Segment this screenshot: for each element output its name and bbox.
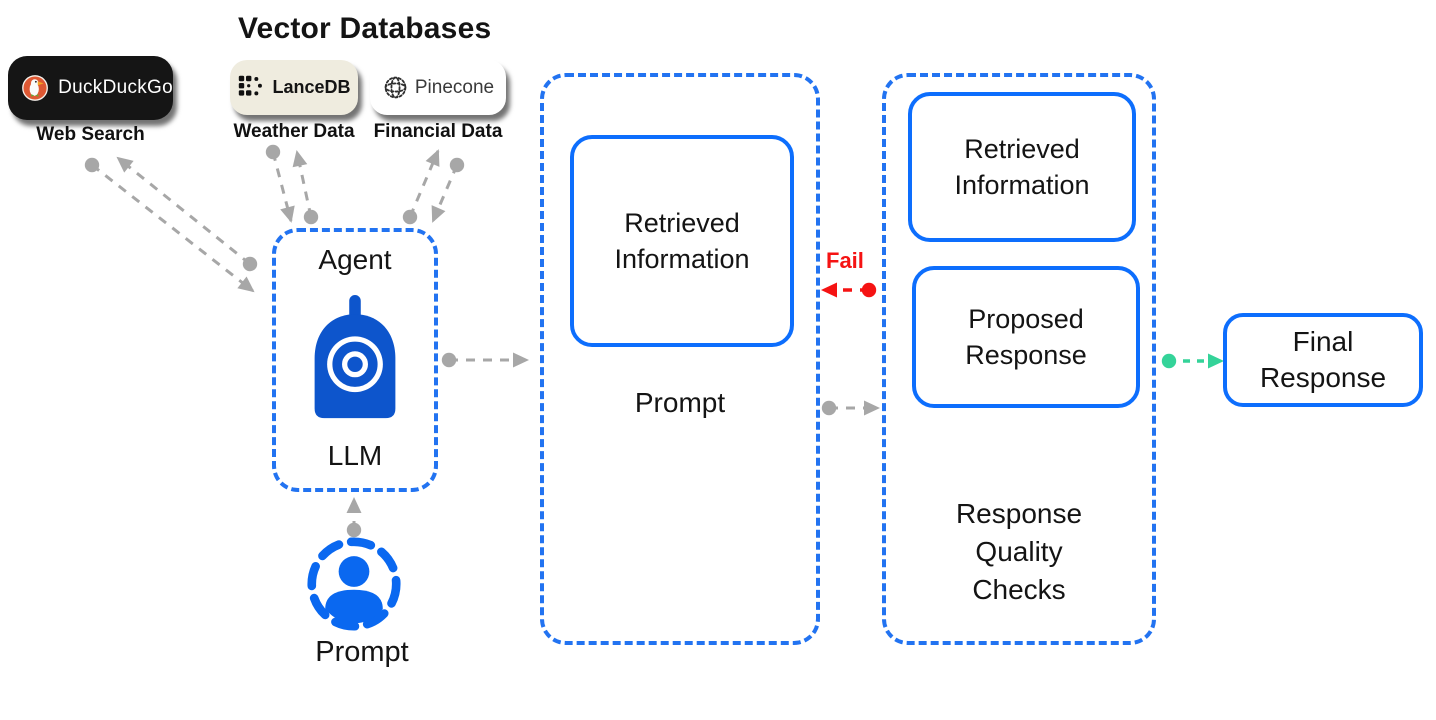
quality-stage-box: Retrieved Information Proposed Response … — [882, 73, 1156, 645]
prompt-input-label: Prompt — [315, 636, 409, 668]
lancedb-logo-icon — [239, 75, 263, 96]
duckduckgo-logo-icon — [22, 75, 48, 101]
prompt-stage-label: Prompt — [634, 387, 726, 418]
connection-agent-to-web-search — [116, 156, 258, 272]
fail-annotation: Fail — [826, 248, 864, 273]
final-response-text: Final Response — [1259, 325, 1387, 393]
pinecone-label: Pinecone — [414, 76, 495, 98]
agent-title: Agent — [318, 244, 392, 275]
financial-data-label: Financial Data — [373, 121, 503, 142]
proposed-response-text: Proposed Response — [965, 303, 1087, 370]
duckduckgo-label: DuckDuckGo — [58, 77, 173, 98]
retrieved-information-text: Retrieved Information — [614, 207, 750, 274]
quality-stage-label: Response Quality Checks — [955, 498, 1083, 605]
prompt-stage-box: Retrieved Information Prompt — [540, 73, 820, 645]
connection-pinecone-to-agent — [431, 157, 465, 223]
connection-web-search-to-agent — [84, 157, 255, 293]
person-icon — [307, 537, 401, 631]
duckduckgo-badge: DuckDuckGo — [8, 56, 173, 120]
pinecone-badge: Pinecone — [370, 60, 506, 115]
web-search-label: Web Search — [36, 124, 145, 145]
lancedb-label: LanceDB — [272, 77, 351, 97]
final-response-box: Final Response — [1223, 313, 1423, 407]
pinecone-logo-icon — [384, 76, 407, 99]
connection-agent-to-lancedb — [292, 150, 319, 225]
retrieved-information-text: Retrieved Information — [954, 133, 1090, 200]
connection-agent-to-pinecone — [402, 149, 440, 225]
retrieved-information-box-quality-stage: Retrieved Information — [908, 92, 1136, 242]
robot-icon — [314, 294, 396, 418]
agent-box: Agent LLM — [272, 228, 438, 492]
weather-data-label: Weather Data — [233, 121, 355, 142]
retrieved-information-box-prompt-stage: Retrieved Information — [570, 135, 794, 347]
lancedb-badge: LanceDB — [230, 60, 358, 115]
connection-lancedb-to-agent — [265, 144, 295, 223]
llm-label: LLM — [327, 440, 383, 471]
proposed-response-box: Proposed Response — [912, 266, 1140, 408]
diagram-title: Vector Databases — [238, 12, 492, 45]
